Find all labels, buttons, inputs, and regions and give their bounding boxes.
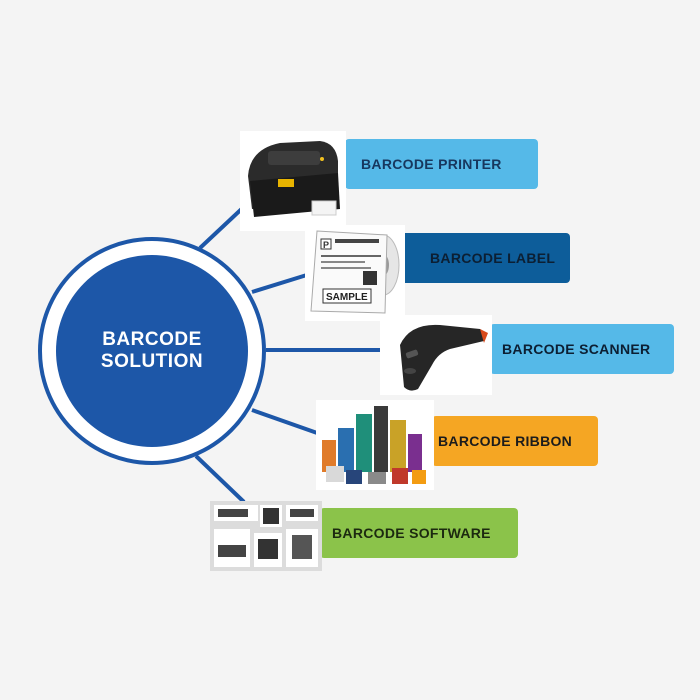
- scanner-image: [380, 315, 492, 395]
- hub-title: BARCODE SOLUTION: [100, 329, 204, 372]
- ribbon-image: [316, 400, 434, 490]
- software-pill: BARCODE SOFTWARE: [320, 508, 518, 558]
- connector-software: [194, 454, 246, 504]
- connector-label: [251, 272, 311, 294]
- printer-image: [240, 131, 346, 231]
- ribbon-pill: BARCODE RIBBON: [432, 416, 598, 466]
- connector-ribbon: [251, 408, 321, 436]
- printer-icon: [240, 131, 346, 231]
- scanner-label: BARCODE SCANNER: [502, 341, 651, 357]
- scanner-pill: BARCODE SCANNER: [490, 324, 674, 374]
- software-image: [210, 501, 322, 571]
- printer-pill: BARCODE PRINTER: [345, 139, 538, 189]
- label-pill: BARCODE LABEL: [398, 233, 570, 283]
- scanner-icon: [380, 315, 492, 395]
- software-labels-icon: [210, 501, 322, 571]
- ribbon-label: BARCODE RIBBON: [438, 433, 573, 449]
- label-roll-icon: P SAMPLE: [305, 225, 405, 321]
- label-label: BARCODE LABEL: [430, 250, 556, 266]
- printer-label: BARCODE PRINTER: [361, 156, 502, 172]
- label-roll-text-p: P: [323, 240, 329, 250]
- ribbon-rolls-icon: [316, 400, 434, 490]
- label-image: P SAMPLE: [305, 225, 405, 321]
- hub-center: BARCODE SOLUTION: [56, 255, 248, 447]
- software-label: BARCODE SOFTWARE: [332, 525, 491, 541]
- label-roll-text-sample: SAMPLE: [326, 292, 368, 303]
